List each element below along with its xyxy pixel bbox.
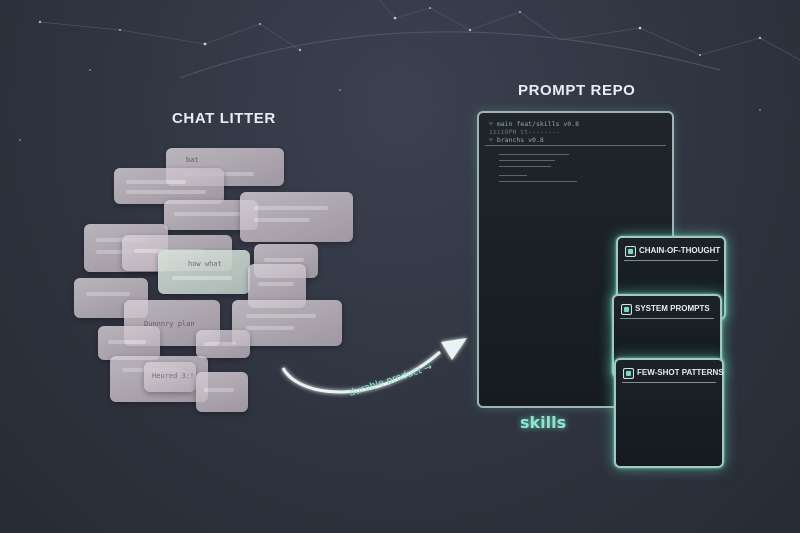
skill-card-divider [624, 260, 718, 261]
skills-caption: skills [520, 413, 567, 432]
skill-card-divider [622, 382, 716, 383]
repo-divider [485, 145, 666, 146]
chat-litter-title: CHAT LITTER [172, 110, 276, 127]
star [519, 11, 521, 13]
star [393, 16, 397, 20]
skill-card-label: CHAIN-OF-THOUGHT [639, 246, 721, 255]
chat-bubble-text: how what [188, 260, 222, 268]
code-line [499, 160, 555, 161]
chat-bubble [196, 372, 248, 412]
repo-line: ⑂ branchs v0.8 [489, 136, 544, 144]
repo-line: ɪɪɪɪOPH tt-------- [489, 128, 560, 136]
star [203, 42, 207, 46]
chat-bubble-text: Heured 3:! [152, 372, 195, 380]
star [429, 7, 431, 9]
code-line [499, 166, 551, 167]
skill-card-divider [620, 318, 714, 319]
star [38, 20, 42, 24]
arrow-head [441, 338, 467, 360]
skill-card-label: SYSTEM PROMPTS [635, 304, 710, 313]
star [758, 36, 762, 40]
arrow-curve [281, 350, 441, 394]
arrow-label: durable product → [348, 362, 434, 399]
skill-card-few-shot-patterns: FEW-SHOT PATTERNS [614, 358, 724, 468]
star [19, 139, 21, 141]
constellation-line [379, 0, 561, 41]
star [89, 69, 91, 71]
skill-doc-icon [623, 368, 634, 379]
code-line [499, 154, 569, 155]
chat-bubble [232, 300, 342, 346]
chat-bubble-text: Dunnnry plan [144, 320, 195, 328]
chat-bubble [98, 326, 160, 360]
skill-doc-icon [625, 246, 636, 257]
chat-bubble [114, 168, 224, 204]
prompt-repo-title: PROMPT REPO [518, 82, 636, 99]
star [298, 48, 302, 52]
repo-line: ⑂ main feat/skills v0.8 [489, 120, 579, 128]
star [339, 89, 341, 91]
star [259, 23, 261, 25]
star [638, 26, 642, 30]
skill-doc-icon [621, 304, 632, 315]
skill-card-label: FEW-SHOT PATTERNS [637, 368, 724, 377]
chat-bubble-text: bat [186, 156, 199, 164]
chat-bubble [196, 330, 250, 358]
chat-bubble: Heured 3:! [144, 362, 196, 392]
chat-bubble: how what [158, 250, 250, 294]
chat-bubble [240, 192, 353, 242]
star [468, 28, 472, 32]
code-line [499, 181, 577, 182]
constellation-arc [179, 31, 721, 79]
star [759, 109, 761, 111]
code-line [499, 175, 527, 176]
star [119, 29, 121, 31]
star [699, 54, 701, 56]
